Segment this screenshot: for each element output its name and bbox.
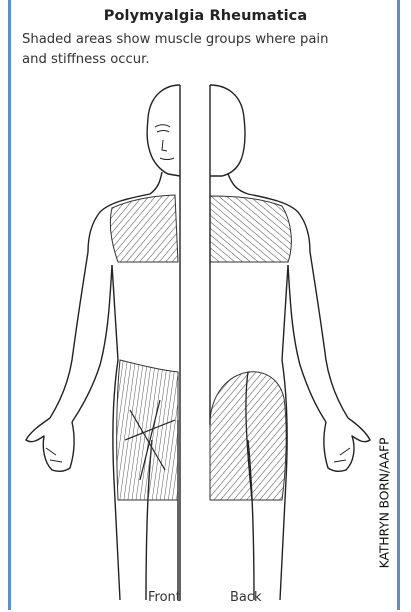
front-figure [26, 85, 180, 600]
back-buttock-region [210, 372, 286, 500]
illustration-credit: KATHRYN BORN/AAFP [376, 395, 392, 610]
back-shoulder-region [210, 196, 291, 262]
credit-text: KATHRYN BORN/AAFP [377, 437, 392, 568]
front-shoulder-region [110, 195, 178, 262]
front-hip-region [117, 360, 178, 500]
front-label: Front [148, 590, 181, 605]
back-label: Back [230, 590, 262, 605]
back-figure [210, 85, 370, 600]
